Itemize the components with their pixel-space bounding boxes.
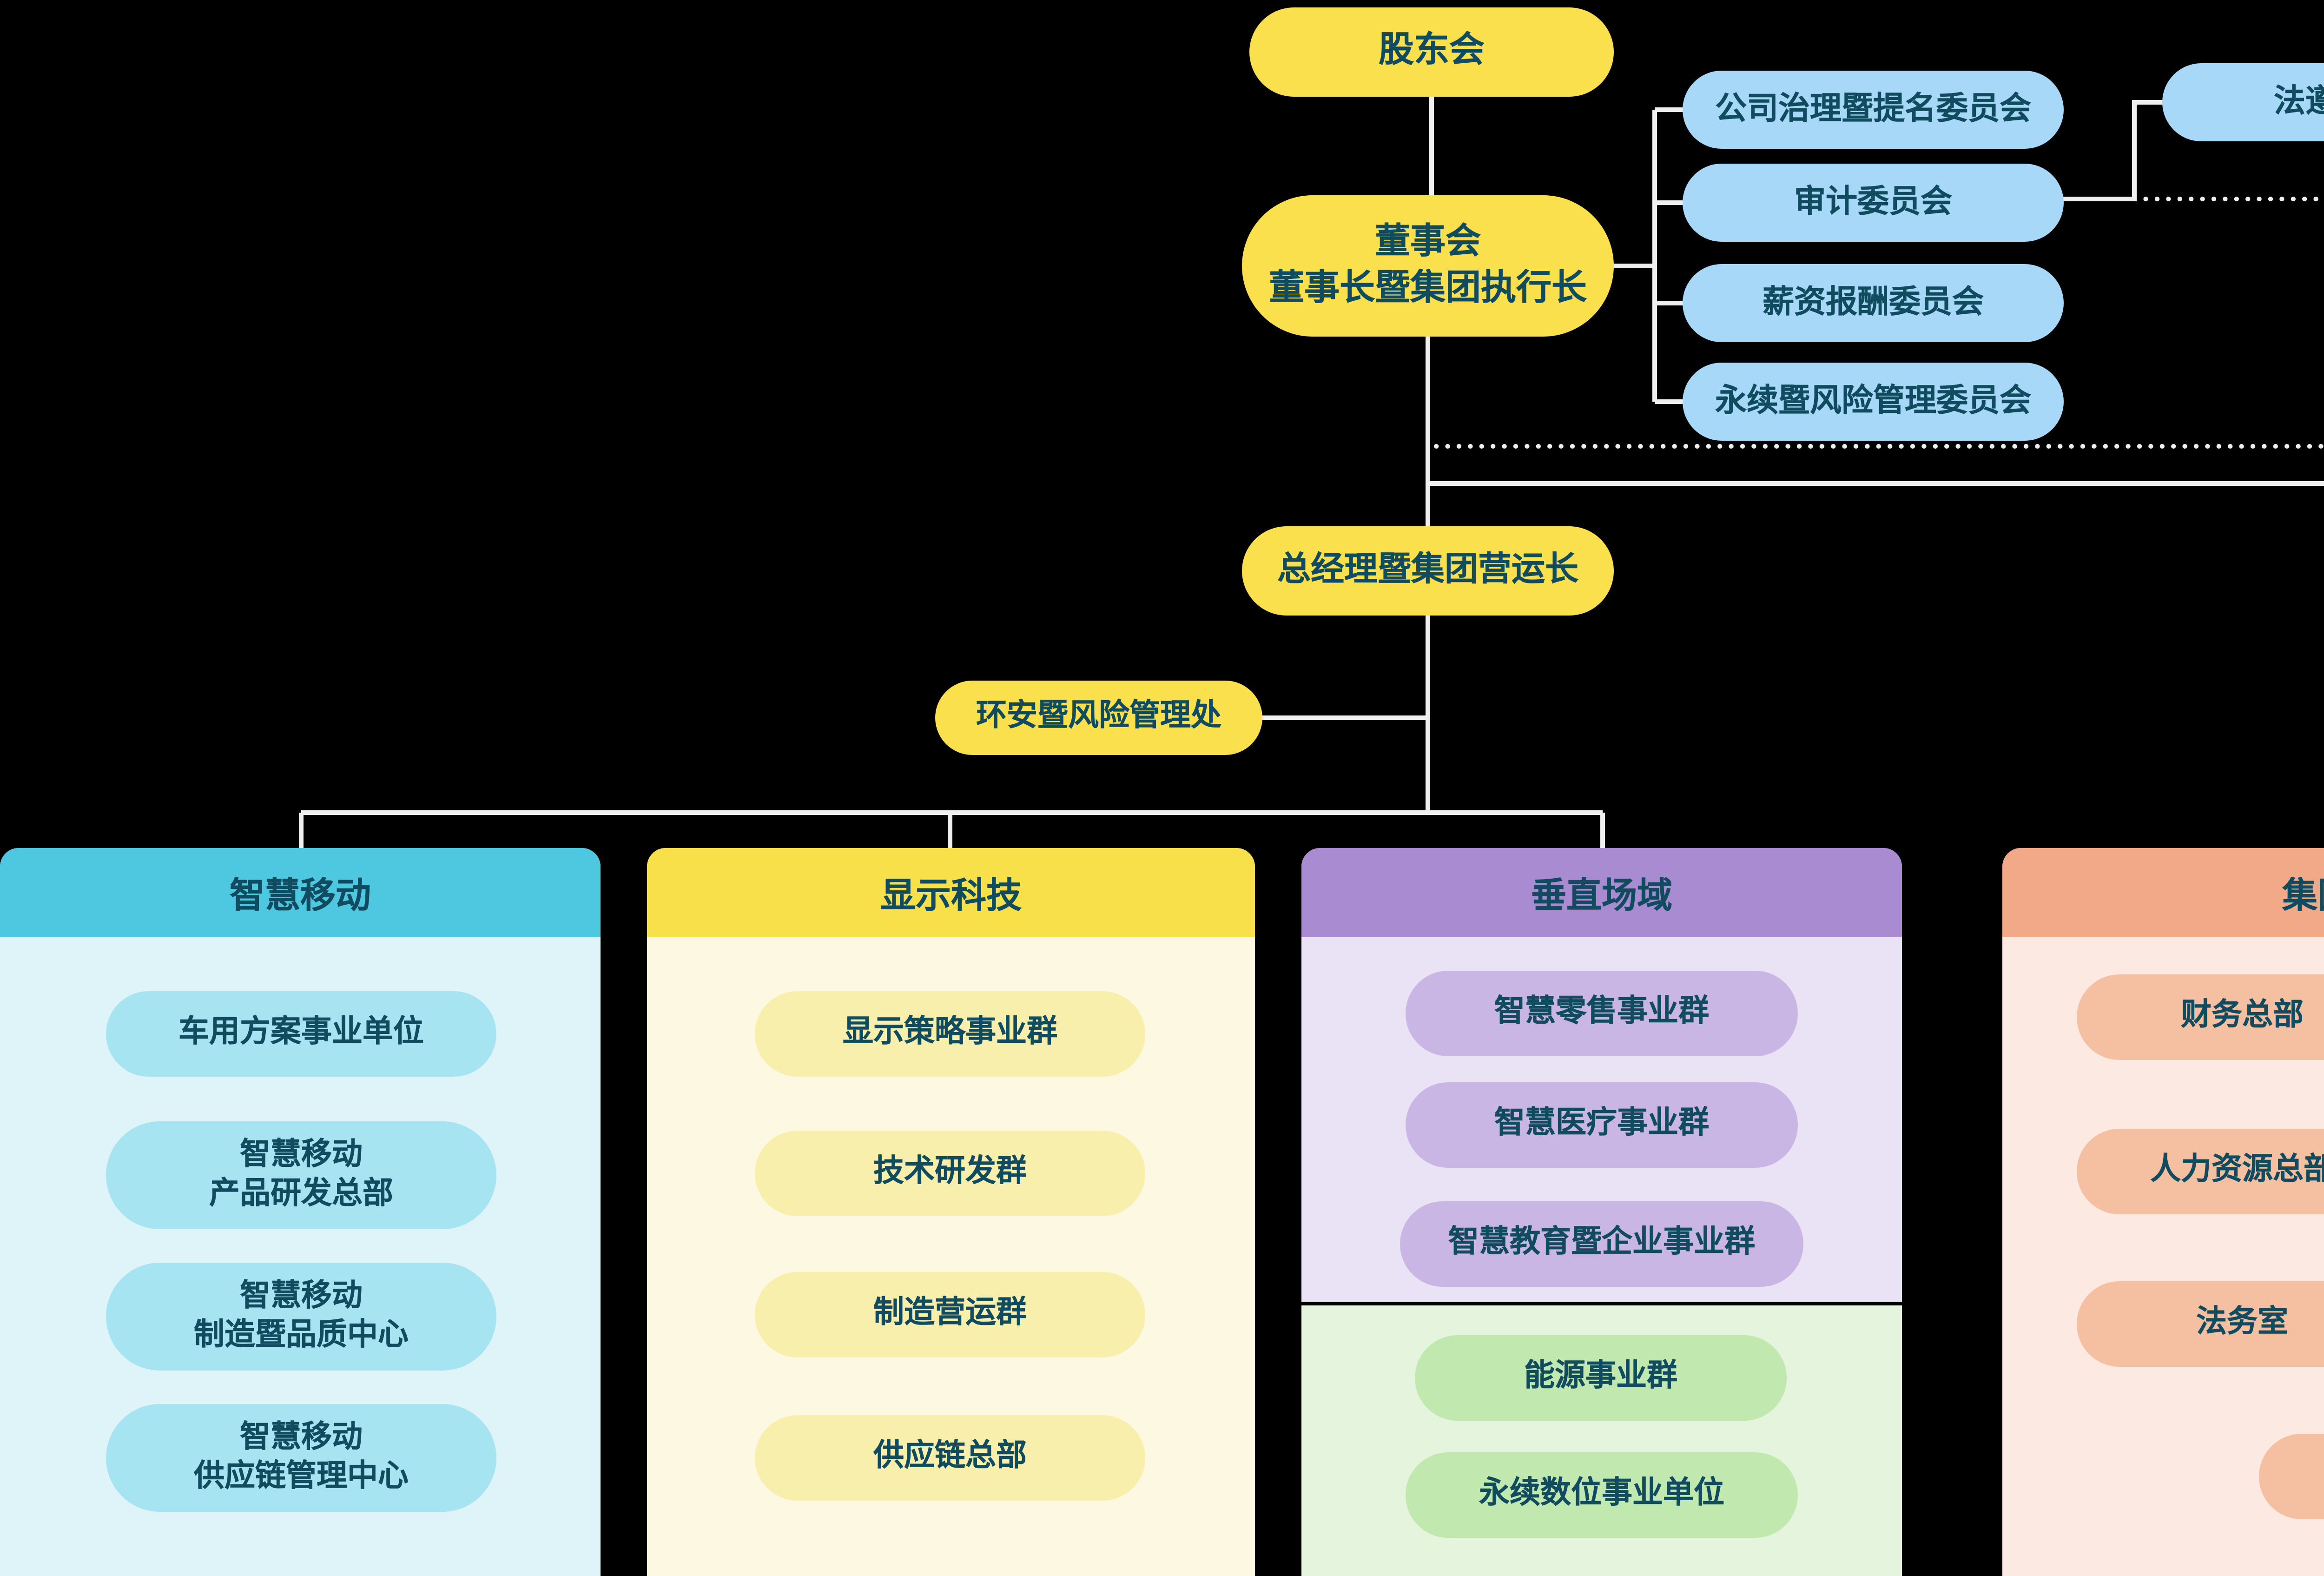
unit-energy: 能源事业群 <box>1415 1335 1787 1421</box>
node-committee-audit: 审计委员会 <box>1683 164 2064 242</box>
division-smart-mobility: 智慧移动 车用方案事业单位 智慧移动 产品研发总部 智慧移动 制造暨品质中心 智… <box>0 848 601 1576</box>
node-committee-governance-nomination: 公司治理暨提名委员会 <box>1683 71 2064 149</box>
unit-smart-education-enterprise: 智慧教育暨企业事业群 <box>1400 1201 1803 1287</box>
unit-mobility-supply-chain: 智慧移动 供应链管理中心 <box>106 1404 496 1512</box>
division-display-technology-title: 显示科技 <box>647 848 1255 937</box>
unit-display-strategy: 显示策略事业群 <box>755 991 1145 1077</box>
division-vertical-domains-title: 垂直场域 <box>1301 848 1902 937</box>
division-group-support: 集团营运支援单位 财务总部 数位技术发展总部 人力资源总部 永续发展总部 法务室… <box>2002 848 2324 1576</box>
division-smart-mobility-title: 智慧移动 <box>0 848 601 937</box>
edge-board-committees-bracket <box>1610 107 1684 404</box>
unit-technology-rd: 技术研发群 <box>755 1131 1145 1216</box>
node-board-chairman-ceo: 董事会 董事长暨集团执行长 <box>1242 195 1614 337</box>
division-group-support-title: 集团营运支援单位 <box>2002 848 2324 937</box>
unit-finance-hq: 财务总部 <box>2077 974 2324 1060</box>
node-president-coo: 总经理暨集团营运长 <box>1242 526 1614 616</box>
node-shareholders: 股东会 <box>1249 7 1614 97</box>
unit-sustainable-digital: 永续数位事业单位 <box>1406 1452 1798 1538</box>
unit-mobility-product-rd: 智慧移动 产品研发总部 <box>106 1121 496 1229</box>
edge-audit-compliance <box>2060 100 2164 201</box>
division-vertical-domains: 垂直场域 智慧零售事业群 智慧医疗事业群 智慧教育暨企业事业群 能源事业群 永续… <box>1301 848 1902 1576</box>
unit-mobility-mfg-quality: 智慧移动 制造暨品质中心 <box>106 1263 496 1371</box>
dotted-edge-compliance-reporting <box>1427 444 2324 449</box>
unit-human-resources-hq: 人力资源总部 <box>2077 1129 2324 1214</box>
node-committee-sustainability-risk: 永续暨风险管理委员会 <box>1683 363 2064 441</box>
unit-legal-office: 法务室 <box>2077 1281 2324 1367</box>
node-esh-risk-office: 环安暨风险管理处 <box>935 681 1262 755</box>
unit-supply-chain-hq: 供应链总部 <box>755 1415 1145 1501</box>
unit-automotive-solutions: 车用方案事业单位 <box>106 991 496 1077</box>
unit-smart-healthcare: 智慧医疗事业群 <box>1406 1082 1798 1168</box>
division-display-technology: 显示科技 显示策略事业群 技术研发群 制造营运群 供应链总部 <box>647 848 1255 1576</box>
edge-board-support-division <box>1428 481 2324 486</box>
node-chief-compliance-counsel: 法遵总顾问 <box>2162 63 2324 141</box>
unit-internal-audit-office: 稽核管理处 <box>2259 1434 2324 1519</box>
unit-smart-retail: 智慧零售事业群 <box>1406 971 1798 1056</box>
unit-manufacturing-operations: 制造营运群 <box>755 1272 1145 1357</box>
node-committee-compensation: 薪资报酬委员会 <box>1683 264 2064 342</box>
edge-coo-divisions <box>299 614 1605 850</box>
